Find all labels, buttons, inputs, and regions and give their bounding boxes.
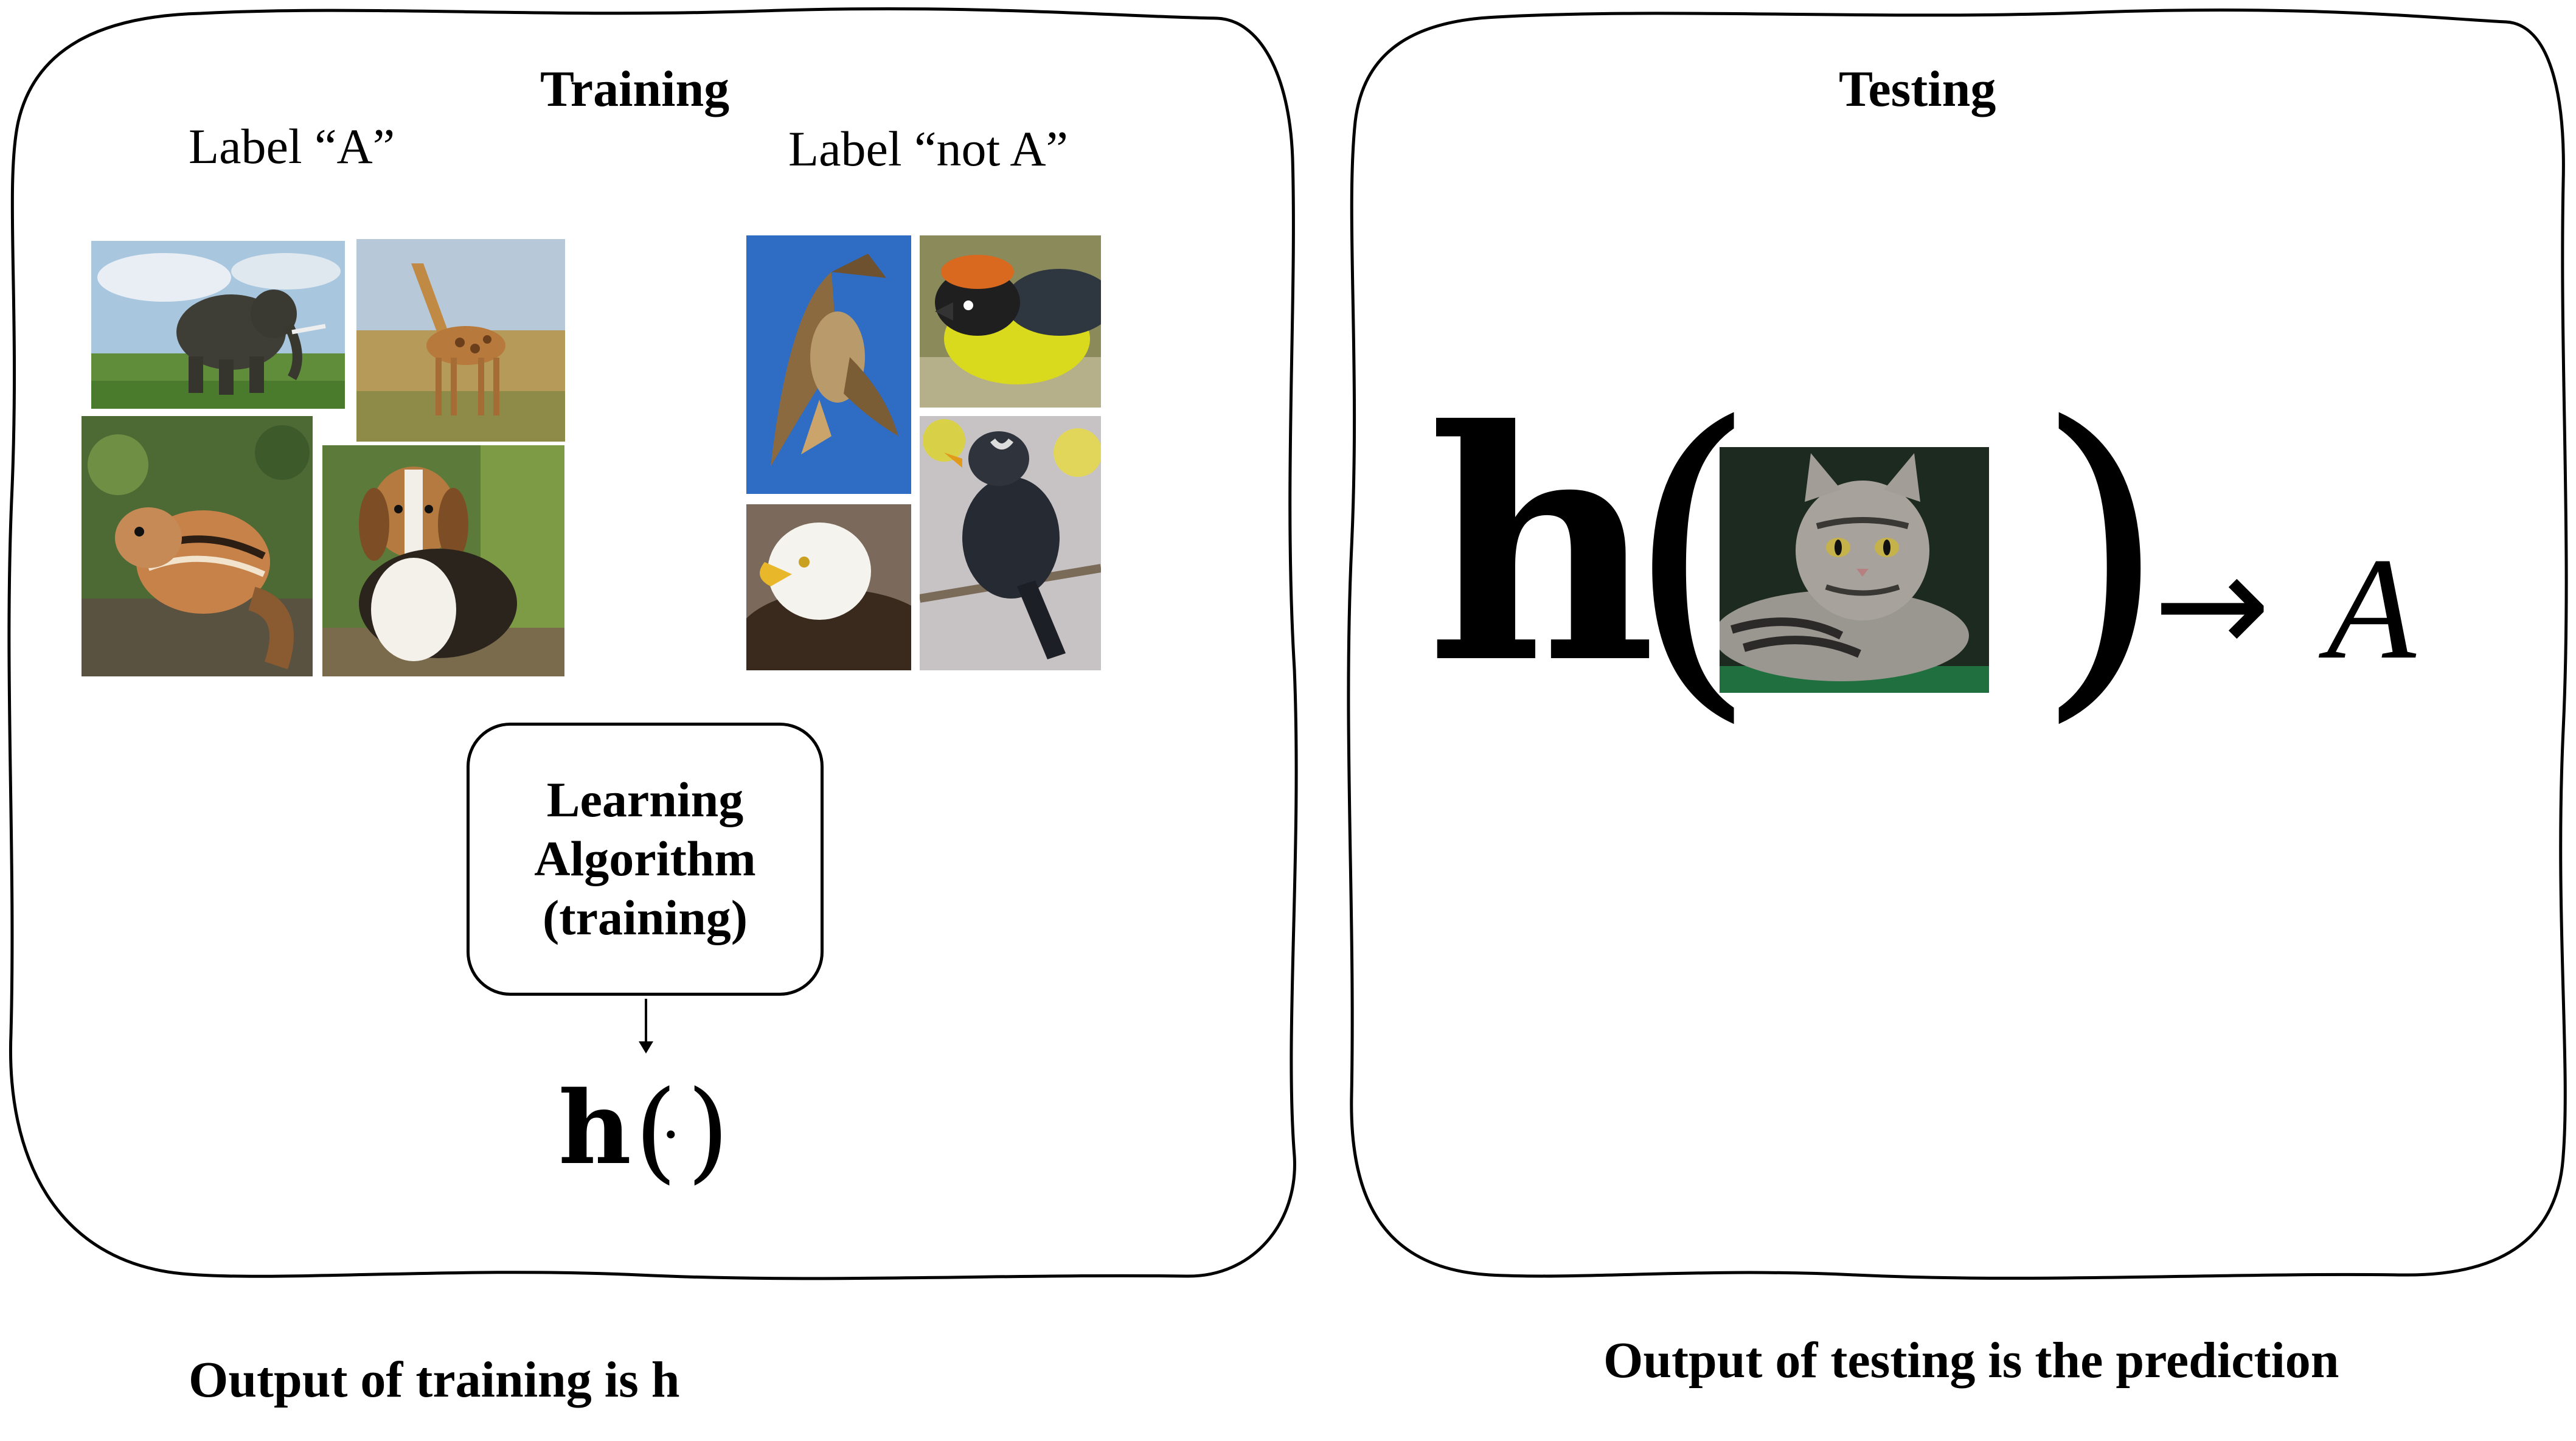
algorithm-line-3: (training) — [542, 889, 748, 945]
photo-giraffe — [356, 239, 565, 442]
algorithm-line-2: Algorithm — [534, 831, 756, 887]
testing-frame — [1347, 8, 2568, 1280]
photo-hawk — [746, 235, 911, 494]
testing-title: Testing — [1839, 61, 1996, 117]
learning-algorithm-text: Learning Algorithm (training) — [534, 771, 755, 947]
testing-caption: Output of testing is the prediction — [1603, 1332, 2339, 1389]
training-title: Training — [540, 61, 730, 117]
testing-h: h — [1426, 361, 1657, 733]
photo-beagle — [322, 445, 564, 676]
label-not-a: Label “not A” — [788, 121, 1068, 176]
output-arrow-head — [639, 1041, 653, 1054]
training-output-paren-open: ( — [634, 1068, 678, 1195]
testing-paren-close: ) — [2035, 355, 2168, 752]
photo-bald-eagle — [746, 504, 911, 670]
photo-cat — [1720, 447, 1989, 693]
training-output-dot: · — [661, 1099, 681, 1170]
photo-yellow-bird — [920, 235, 1101, 408]
testing-arrow: → — [2153, 524, 2271, 686]
learning-algorithm-box: Learning Algorithm (training) — [467, 723, 824, 996]
training-caption: Output of training is h — [189, 1352, 680, 1408]
algorithm-line-1: Learning — [546, 772, 744, 828]
training-output-paren-close: ) — [687, 1068, 730, 1195]
photo-chipmunk — [82, 416, 313, 676]
photo-elephant — [91, 241, 345, 409]
testing-prediction: A — [2327, 527, 2416, 689]
training-output-h: h — [558, 1069, 631, 1187]
training-frame — [7, 7, 1298, 1280]
photo-black-bird — [920, 416, 1101, 670]
label-a: Label “A” — [189, 119, 395, 174]
